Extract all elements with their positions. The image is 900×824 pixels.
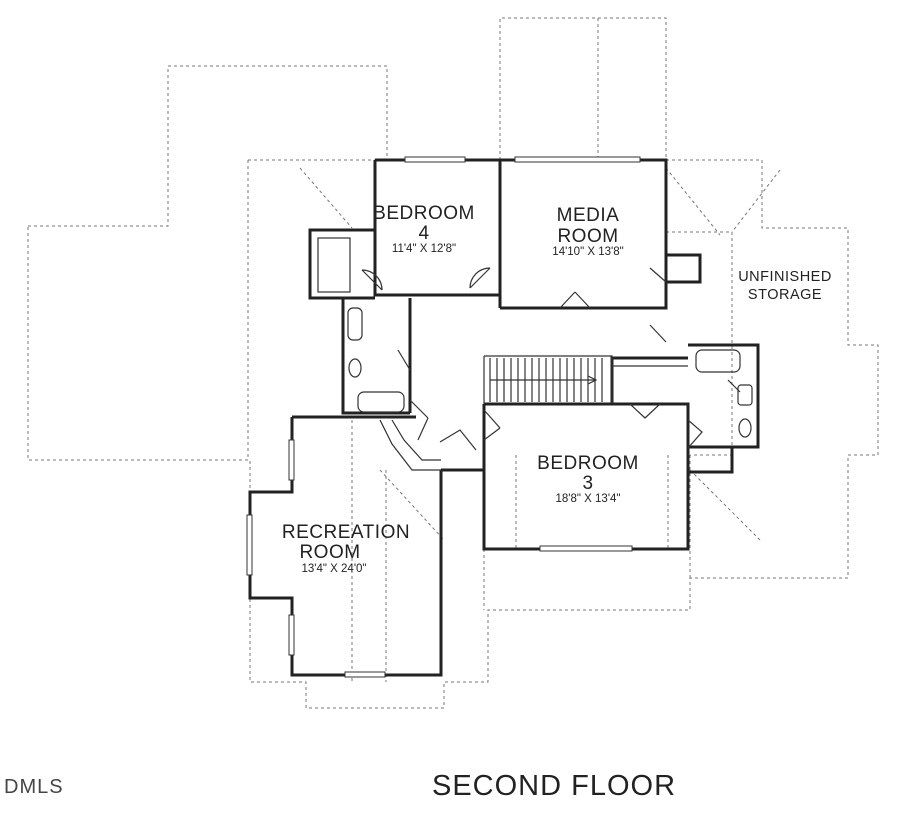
bedroom-3-number: 3 [582, 473, 593, 494]
bedroom-4-dims: 11'4" X 12'8" [392, 243, 456, 255]
room-bedroom-4: BEDROOM 4 11'4" X 12'8" [373, 203, 475, 255]
doors [361, 267, 741, 471]
bedroom-3-dims: 18'8" X 13'4" [556, 493, 621, 505]
watermark-logo: DMLS [4, 776, 64, 798]
bath-fixtures [347, 307, 753, 438]
room-media: MEDIA ROOM 14'10" X 13'8" [552, 205, 623, 258]
bedroom-4-number: 4 [418, 223, 429, 244]
room-recreation: RECREATION ROOM 13'4" X 24'0" [282, 522, 410, 575]
storage-label: UNFINISHED [738, 269, 832, 285]
roof-outline [27, 17, 879, 709]
media-room-dims: 14'10" X 13'8" [552, 246, 623, 258]
recreation-room-label: RECREATION [282, 522, 410, 543]
recreation-room-label-2: ROOM [299, 542, 360, 563]
media-room-label-2: ROOM [557, 226, 618, 247]
walls [248, 158, 760, 677]
bedroom-3-label: BEDROOM [537, 453, 639, 474]
media-room-label: MEDIA [557, 205, 620, 226]
closets [317, 237, 688, 367]
storage-label-2: STORAGE [748, 287, 822, 303]
room-storage: UNFINISHED STORAGE [738, 269, 832, 303]
windows [246, 156, 641, 678]
stairs [483, 355, 613, 404]
floor-title: SECOND FLOOR [432, 770, 677, 802]
room-bedroom-3: BEDROOM 3 18'8" X 13'4" [537, 453, 639, 505]
bedroom-4-label: BEDROOM [373, 203, 475, 224]
recreation-room-dims: 13'4" X 24'0" [302, 563, 367, 575]
